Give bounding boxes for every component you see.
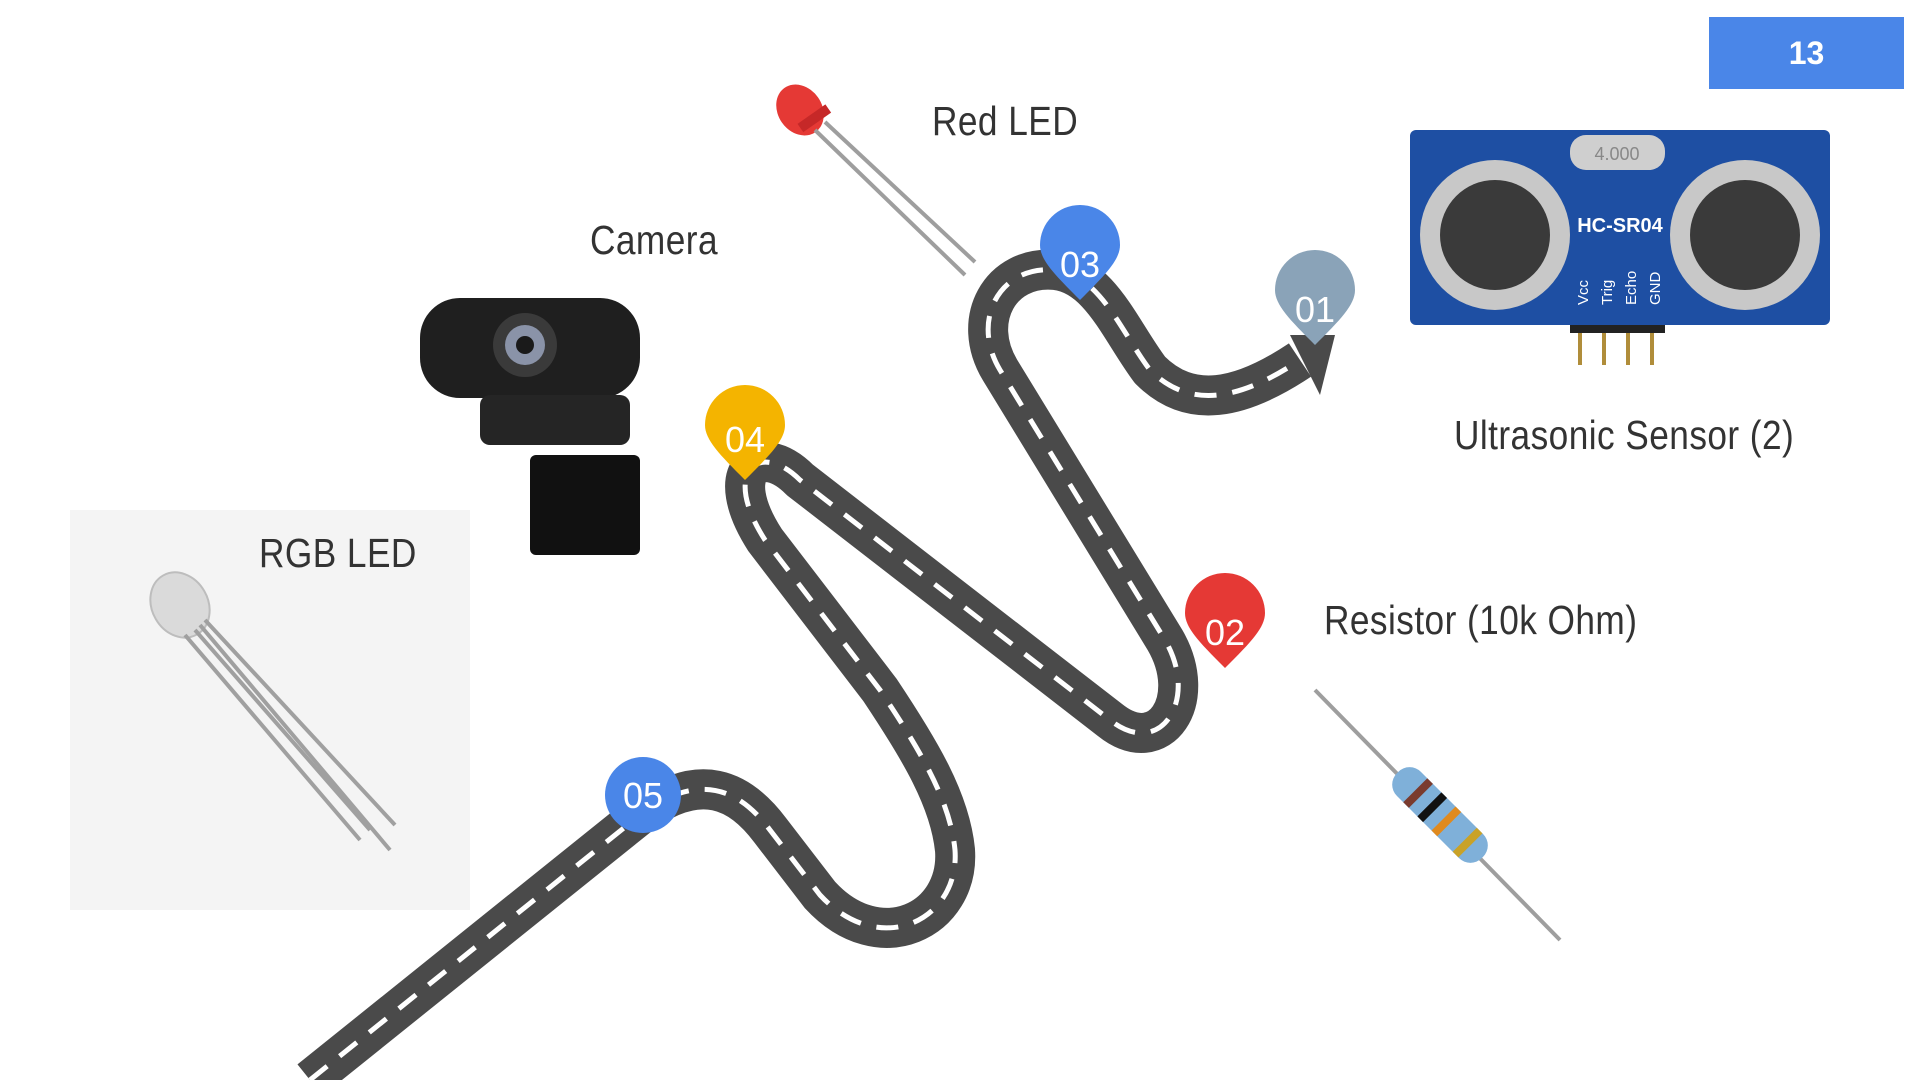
sensor-pin-vcc: Vcc bbox=[1575, 279, 1592, 305]
rgb-led-image bbox=[70, 510, 470, 910]
road-arrow-head bbox=[1290, 335, 1335, 395]
milestone-05: 05 bbox=[605, 757, 681, 833]
milestone-label: 01 bbox=[1295, 289, 1335, 330]
ultrasonic-sensor-label: Ultrasonic Sensor (2) bbox=[1454, 412, 1795, 458]
milestone-02: 02 bbox=[1185, 573, 1265, 668]
sensor-pin-trig: Trig bbox=[1599, 280, 1616, 305]
sensor-pin-echo: Echo bbox=[1623, 271, 1640, 305]
milestone-03: 03 bbox=[1040, 205, 1120, 300]
milestone-label: 02 bbox=[1205, 612, 1245, 653]
road bbox=[297, 249, 1335, 1080]
sensor-pin-gnd: GND bbox=[1647, 272, 1664, 306]
milestone-label: 04 bbox=[725, 419, 765, 460]
milestone-label: 03 bbox=[1060, 244, 1100, 285]
milestone-04: 04 bbox=[705, 385, 785, 480]
sensor-crystal-text: 4.000 bbox=[1594, 144, 1639, 164]
rgb-led-label: RGB LED bbox=[259, 530, 417, 576]
camera-image bbox=[420, 298, 640, 555]
resistor-label: Resistor (10k Ohm) bbox=[1324, 597, 1638, 643]
milestone-01: 01 bbox=[1275, 250, 1355, 345]
milestone-label: 05 bbox=[623, 775, 663, 816]
page-number-badge: 13 bbox=[1709, 17, 1904, 89]
ultrasonic-sensor-image: 4.000 HC-SR04 Vcc Trig Echo GND bbox=[1410, 130, 1830, 365]
resistor-image bbox=[1313, 688, 1562, 942]
sensor-model-text: HC-SR04 bbox=[1577, 215, 1663, 237]
red-led-image bbox=[776, 84, 977, 277]
camera-label: Camera bbox=[590, 217, 718, 263]
red-led-label: Red LED bbox=[932, 98, 1079, 144]
